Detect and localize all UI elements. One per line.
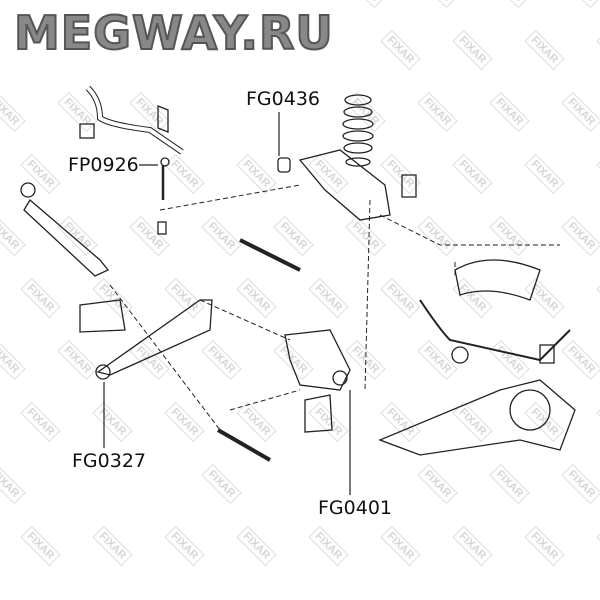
lower-control-arm: [298, 149, 391, 221]
bushing-fg0436: [277, 157, 291, 173]
trailing-arm-fg0327: [96, 299, 213, 376]
stabilizer-link-fp0926: [157, 157, 170, 235]
shock-absorber: [20, 182, 110, 277]
bump-stop: [401, 174, 417, 198]
part-label-fg0436: FG0436: [246, 88, 321, 110]
lower-link: [217, 428, 271, 462]
upper-link: [239, 238, 301, 272]
coil-spring: [342, 94, 374, 167]
part-label-fg0401: FG0401: [318, 497, 393, 519]
stabilizer-bar: [79, 85, 184, 155]
assembly-view: [378, 259, 576, 456]
dashed-leaders: [109, 184, 560, 431]
knuckle-fg0401: [284, 329, 351, 391]
site-logo: MEGWAY.RU: [13, 5, 334, 61]
part-label-fp0926: FP0926: [68, 154, 139, 176]
part-label-fg0327: FG0327: [72, 450, 147, 472]
callout-lines: [103, 112, 351, 495]
